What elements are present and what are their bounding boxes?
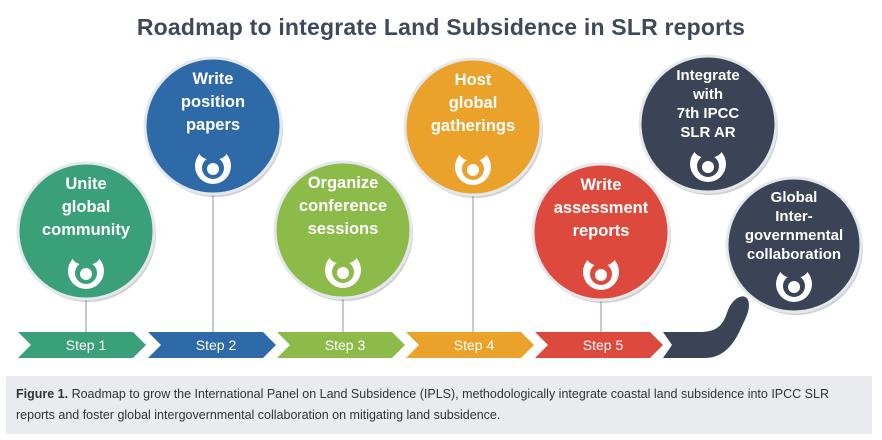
person-icon	[68, 252, 104, 289]
milestone-label-line: gatherings	[431, 117, 515, 135]
person-icon	[583, 253, 619, 290]
milestone-label-line: Unite	[65, 175, 106, 193]
milestone-label-line: Write	[193, 70, 234, 88]
milestone-label-line: Integrate	[676, 67, 739, 84]
person-icon	[455, 148, 491, 185]
milestone-label-line: sessions	[308, 220, 379, 238]
step-arrow-5: Step 5	[535, 332, 663, 358]
person-icon	[195, 147, 231, 184]
step-arrow-3: Step 3	[277, 332, 405, 358]
step-arrow-2: Step 2	[148, 332, 276, 358]
diagram-title: Roadmap to integrate Land Subsidence in …	[136, 14, 746, 40]
step-label: Step 2	[196, 337, 237, 353]
milestone-label-line: SLR AR	[680, 124, 735, 141]
milestone-label-line: papers	[186, 116, 240, 134]
milestone-label-line: global	[449, 94, 498, 112]
step-label: Step 3	[325, 337, 366, 353]
milestone-label-line: global	[62, 198, 111, 216]
milestone-label-line: 7th IPCC	[677, 105, 740, 122]
person-icon	[325, 251, 361, 288]
milestone-label-line: conference	[299, 197, 387, 215]
milestone-5: Write assessment reports	[531, 162, 671, 303]
step-arrow-1: Step 1	[18, 332, 146, 358]
person-icon	[776, 265, 812, 302]
milestone-label-line: assessment	[554, 199, 649, 217]
milestone-label-line: collaboration	[747, 246, 841, 263]
milestone-label-line: Organize	[308, 174, 379, 192]
milestone-1: Unite global community	[16, 161, 156, 302]
roadmap-diagram: Step 1 Step 2 Step 3 Step 4 Step 5 Unite glob…	[16, 54, 863, 358]
step-label: Step 1	[66, 337, 107, 353]
caption-text: Roadmap to grow the International Panel …	[16, 387, 829, 422]
milestone-2: Write position papers	[143, 56, 283, 197]
figure-caption: Figure 1. Roadmap to grow the Internatio…	[6, 376, 872, 434]
milestone-label-line: Host	[455, 71, 492, 89]
step-arrow-4: Step 4	[406, 332, 534, 358]
milestone-label-line: reports	[573, 222, 630, 240]
milestone-label-line: Global	[771, 189, 818, 206]
road-tail	[663, 296, 749, 358]
caption-label: Figure 1.	[16, 387, 69, 401]
milestone-label-line: community	[42, 221, 131, 239]
milestone-3: Organize conference sessions	[273, 160, 413, 301]
milestone-4: Host global gatherings	[403, 57, 543, 198]
step-label: Step 5	[583, 337, 624, 353]
person-icon	[690, 145, 726, 182]
milestone-label-line: Inter-	[775, 208, 813, 225]
milestone-label-line: Write	[581, 176, 622, 194]
step-label: Step 4	[454, 337, 495, 353]
milestone-label-line: governmental	[745, 227, 843, 244]
milestone-6: Integrate with 7th IPCC SLR AR	[638, 54, 778, 195]
milestone-label-line: with	[692, 86, 723, 103]
milestone-label-line: position	[181, 93, 245, 111]
